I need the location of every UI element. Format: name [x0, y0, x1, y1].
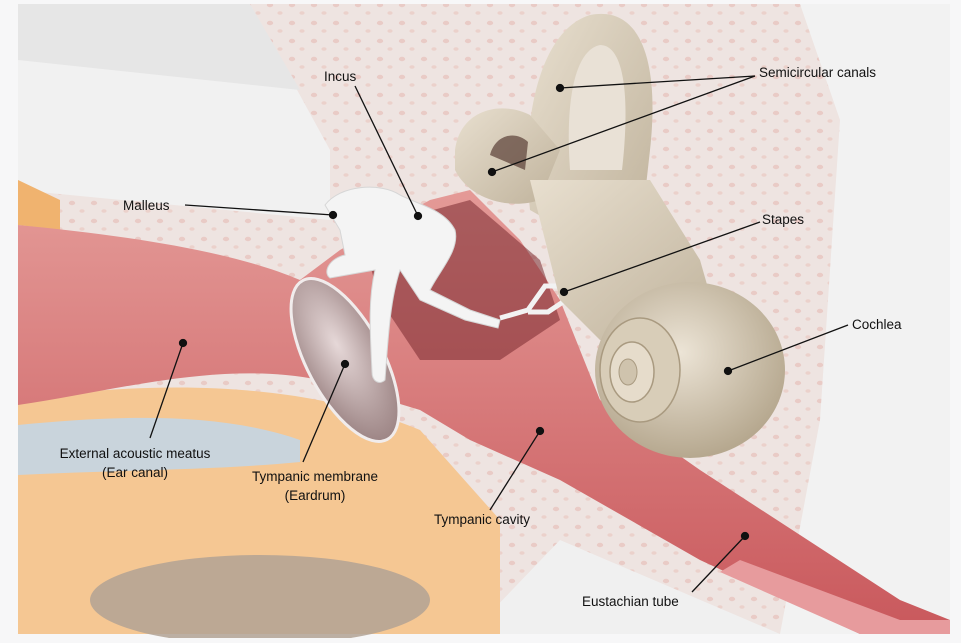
label-cochlea: Cochlea: [852, 317, 902, 332]
label-eustachian-tube: Eustachian tube: [582, 594, 679, 609]
label-semicircular-canals: Semicircular canals: [759, 65, 876, 80]
cochlea-shape: [595, 282, 785, 458]
label-incus: Incus: [324, 69, 357, 84]
label-stapes: Stapes: [762, 212, 804, 227]
label-external-meatus-sub: (Ear canal): [102, 465, 168, 480]
label-tympanic-membrane-sub: (Eardrum): [285, 488, 346, 503]
label-tympanic-cavity: Tympanic cavity: [434, 512, 530, 527]
label-external-meatus: External acoustic meatus: [60, 446, 211, 461]
label-tympanic-membrane: Tympanic membrane: [252, 469, 378, 484]
label-malleus: Malleus: [123, 198, 170, 213]
